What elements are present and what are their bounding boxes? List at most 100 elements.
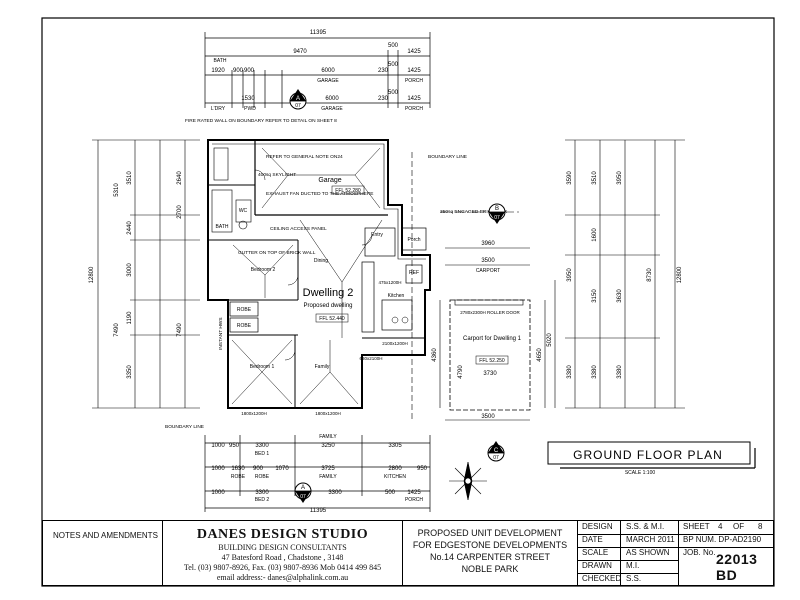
dim-row3-0: 1920 — [211, 68, 225, 74]
project-line-4: NOBLE PARK — [461, 564, 519, 574]
top-overall-dim: 11395 — [310, 30, 327, 36]
carport-for-dwelling: Carport for Dwelling 1 — [463, 336, 522, 342]
dim-row4-0: 1530 — [241, 96, 255, 102]
dim-row4-label-pwd: PWD — [244, 106, 256, 112]
section-tag-c: C 07 — [487, 441, 505, 462]
dim-row4-label-ldry: L'DRY — [211, 106, 226, 112]
lower-r3-1: 3300 — [255, 490, 269, 496]
row-scale: SCALE AS SHOWN — [578, 547, 678, 561]
ground-floor-scale: SCALE 1:100 — [625, 470, 656, 476]
svg-text:07: 07 — [493, 455, 499, 461]
dim-row4-1: 6000 — [325, 96, 339, 102]
lower-r1-4: 3305 — [388, 443, 402, 449]
lower-r2-label-family: FAMILY — [319, 474, 337, 480]
lower-r3-4: 500 — [385, 490, 396, 496]
main-ffl: FFL 52.440 — [319, 316, 345, 322]
right-c-2: 3630 — [617, 289, 623, 303]
room-bedroom2: Bedroom 2 — [251, 267, 276, 273]
room-garage: Garage — [318, 177, 341, 184]
svg-text:A: A — [296, 96, 300, 102]
note-boundary-bottom: BOUNDARY LINE — [165, 424, 204, 430]
note-skylight: 400sq SKYLIGHT — [258, 172, 296, 178]
section-tag-a-top: A 07 — [289, 89, 307, 110]
project-line-3: No.14 CARPENTER STREET — [429, 552, 551, 562]
dim-row3-1: 900 — [233, 68, 244, 74]
carport-dim-3: 4360 — [432, 348, 438, 362]
dim-row2-b: 500 — [388, 43, 399, 49]
dim-row3-6: 1425 — [407, 68, 421, 74]
ffl-garage-box — [331, 185, 365, 195]
room-wc: WC — [239, 208, 248, 214]
dim-row4-label-porch: PORCH — [405, 106, 423, 112]
note-ceiling: CEILING ACCESS PANEL — [270, 226, 327, 232]
left-a-1: 7490 — [114, 323, 120, 337]
carport-dim-4: 4790 — [458, 365, 464, 379]
left-c-2: 7490 — [177, 323, 183, 337]
dim-row4-2: 230 — [378, 96, 389, 102]
garage-ffl: FFL 52.280 — [335, 188, 361, 194]
notes-label: NOTES AND AMENDMENTS — [53, 531, 158, 540]
dim-row3-label-garage: GARAGE — [317, 78, 339, 84]
lower-r1-3: 3250 — [321, 443, 335, 449]
left-c-0: 2640 — [177, 171, 183, 185]
lower-r2-label-kitchen: KITCHEN — [384, 474, 406, 480]
note-general: REFER TO GENERAL NOTE ON24 — [266, 154, 343, 160]
right-c-3: 3380 — [617, 365, 623, 379]
window-w1: 1800x1200H — [241, 411, 267, 416]
bottom-overall-dim: 11395 — [310, 508, 327, 514]
left-b-4: 3350 — [127, 365, 133, 379]
left-dimensions — [92, 139, 200, 409]
note-exhaust: EXHAUST FAN DUCTED TO THE ATMOSPHERE — [266, 191, 374, 197]
left-a-0: 5310 — [114, 183, 120, 197]
carport — [439, 247, 556, 421]
dim-row4-label-garage: GARAGE — [321, 106, 343, 112]
room-ref: REF — [409, 270, 419, 276]
dwelling-title: Dwelling 2 — [303, 287, 354, 299]
lower-r3-0: 1000 — [211, 490, 225, 496]
note-boundary-top: BOUNDARY LINE — [428, 154, 467, 160]
carport-dim-7: 4650 — [537, 348, 543, 362]
svg-text:07: 07 — [300, 494, 306, 500]
right-a-0: 3590 — [567, 171, 573, 185]
dim-row3-2: 900 — [244, 68, 255, 74]
lower-r3-label-bed2: BED 2 — [255, 497, 270, 503]
ground-floor-title: GROUND FLOOR PLAN — [573, 448, 723, 462]
lower-r3-5: 1425 — [407, 490, 421, 496]
window-w2: 1800x1200H — [315, 411, 341, 416]
project-line-1: PROPOSED UNIT DEVELOPMENT — [417, 528, 563, 538]
dim-row4-3: 500 — [388, 90, 399, 96]
right-b-1: 1600 — [592, 228, 598, 242]
carport-dim-2: 3500 — [481, 258, 495, 264]
carport-dim-5: 3730 — [483, 371, 497, 377]
lower-r2-4: 3725 — [321, 466, 335, 472]
svg-text:B: B — [495, 206, 499, 212]
section-tag-b: B 07 — [488, 203, 506, 224]
left-b-1: 2440 — [127, 221, 133, 235]
carport-ffl: FFL 52.250 — [479, 358, 505, 364]
carport-dim-1: 3960 — [481, 241, 495, 247]
lower-r2-0: 1000 — [211, 466, 225, 472]
left-c-1: 2700 — [177, 205, 183, 219]
project-line-2: FOR EDGESTONE DEVELOPMENTS — [412, 540, 568, 550]
studio-subtitle: BUILDING DESIGN CONSULTANTS — [218, 543, 347, 552]
dim-row3-label-bath: BATH — [214, 58, 227, 64]
ground-floor-title-box: GROUND FLOOR PLAN SCALE 1:100 — [547, 441, 756, 476]
job-number: 22013 BD — [716, 551, 758, 583]
note-fire-rated: FIRE RATED WALL ON BOUNDARY REFER TO DET… — [185, 118, 337, 124]
carport-dim-6: 3500 — [481, 414, 495, 420]
dim-row3-4: 230 — [378, 68, 389, 74]
robe-2: ROBE — [237, 323, 252, 329]
lower-r1-1: 950 — [229, 443, 240, 449]
window-w3: 475x1200H — [378, 280, 401, 285]
right-b-3: 3380 — [592, 365, 598, 379]
room-entry: Entry — [371, 232, 383, 238]
dim-row2-a: 9470 — [293, 49, 307, 55]
svg-text:C: C — [494, 448, 499, 454]
dim-row3-5: 500 — [388, 62, 399, 68]
robe-1: ROBE — [237, 307, 252, 313]
dim-row3-3: 6000 — [321, 68, 335, 74]
svg-text:07: 07 — [494, 215, 500, 221]
note-gutter: GUTTER ON TOP OF BRICK WALL — [238, 250, 316, 256]
top-dimensions — [204, 32, 431, 108]
